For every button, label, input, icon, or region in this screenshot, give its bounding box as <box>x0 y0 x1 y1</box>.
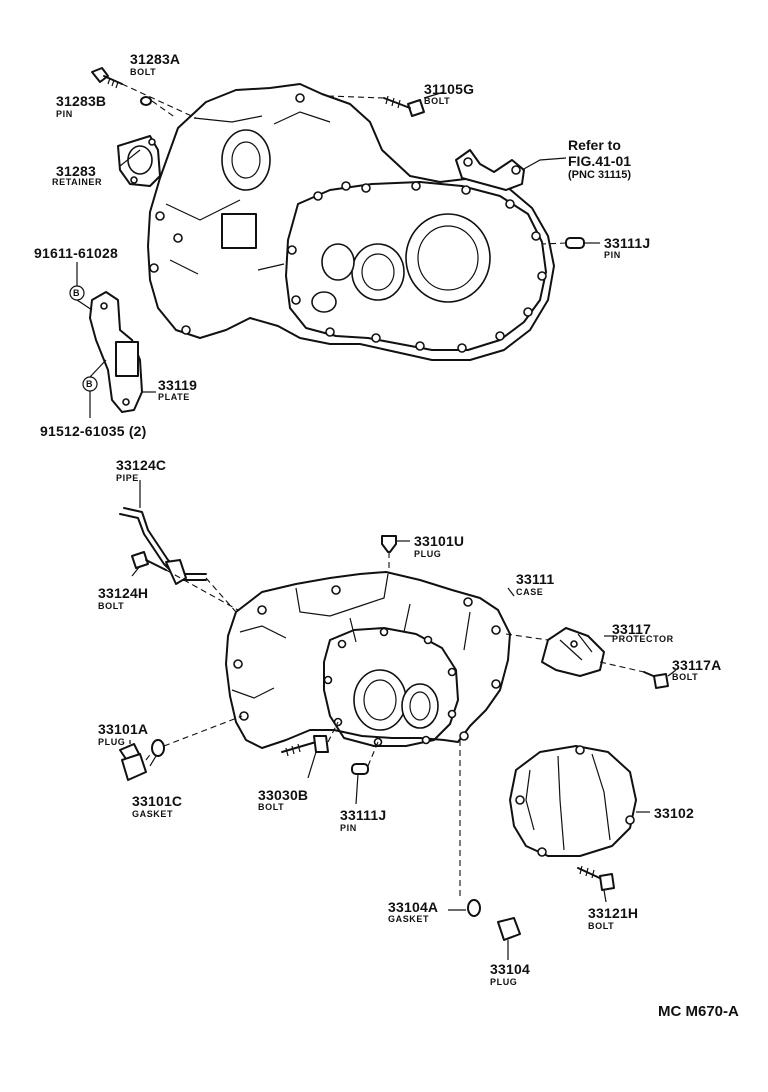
part-number-33104a[interactable]: 33104A <box>388 899 439 915</box>
part-number-33111[interactable]: 33111 <box>516 571 555 587</box>
reference-line-3: (PNC 31115) <box>568 169 631 181</box>
part-number-31283[interactable]: 31283 <box>56 163 96 179</box>
part-number-33101u[interactable]: 33101U <box>414 533 465 549</box>
part-number-33124h[interactable]: 33124H <box>98 585 149 601</box>
part-name-33104a: GASKET <box>388 914 430 924</box>
part-name-31283: RETAINER <box>52 177 103 187</box>
plate-33119-drawing <box>89 291 143 413</box>
reference-line-2[interactable]: FIG.41-01 <box>568 153 632 169</box>
part-number-33117a[interactable]: 33117A <box>672 657 722 673</box>
retainer-drawing <box>117 135 161 187</box>
part-name-33119: PLATE <box>158 392 190 402</box>
bolt-33030b-drawing <box>281 735 329 757</box>
plug-33104-drawing <box>497 917 521 941</box>
part-number-31105g[interactable]: 31105G <box>424 81 475 97</box>
part-name-31283b: PIN <box>56 109 73 119</box>
gasket-33101c-drawing <box>151 739 165 757</box>
part-number-31283b[interactable]: 31283B <box>56 93 107 109</box>
reference-line-1: Refer to <box>568 137 621 153</box>
part-name-31105g: BOLT <box>424 96 451 106</box>
bolt-33117a-drawing <box>643 671 669 689</box>
part-number-33104[interactable]: 33104 <box>490 961 530 977</box>
part-number-33119[interactable]: 33119 <box>158 377 198 393</box>
part-number-33111j-lower[interactable]: 33111J <box>340 807 387 823</box>
part-number-91611-61028[interactable]: 91611-61028 <box>34 245 118 261</box>
part-number-33030b[interactable]: 33030B <box>258 787 309 803</box>
part-name-33111: CASE <box>516 587 544 597</box>
pin-31283b-drawing <box>140 96 152 106</box>
part-number-33121h[interactable]: 33121H <box>588 905 639 921</box>
upper-leader-lines <box>76 83 600 418</box>
bolt-31105g-drawing <box>383 95 425 117</box>
part-name-33101a: PLUG <box>98 737 126 747</box>
lower-leader-lines <box>129 480 677 960</box>
part-name-31283a: BOLT <box>130 67 157 77</box>
pin-33111j-upper-drawing <box>565 237 585 249</box>
callout-marker-lower-label: B <box>86 379 94 389</box>
part-number-33117[interactable]: 33117 <box>612 621 652 637</box>
pin-33111j-lower-drawing <box>351 763 369 775</box>
plug-33101u-drawing <box>381 535 397 553</box>
callout-marker-upper-label: B <box>73 288 81 298</box>
part-name-33121h: BOLT <box>588 921 615 931</box>
part-number-31283a[interactable]: 31283A <box>130 51 181 67</box>
part-number-33102[interactable]: 33102 <box>654 805 694 821</box>
part-name-33101c: GASKET <box>132 809 174 819</box>
part-number-91512-61035[interactable]: 91512-61035 (2) <box>40 423 147 439</box>
part-name-33030b: BOLT <box>258 802 285 812</box>
part-name-33117: PROTECTOR <box>612 634 674 644</box>
part-name-33117a: BOLT <box>672 672 699 682</box>
bolt-31283a-drawing <box>91 67 123 89</box>
part-name-33124c: PIPE <box>116 473 139 483</box>
bolt-33121h-drawing <box>577 865 615 891</box>
part-name-33101u: PLUG <box>414 549 442 559</box>
part-name-33111j-lower: PIN <box>340 823 357 833</box>
part-number-33101c[interactable]: 33101C <box>132 793 183 809</box>
figure-code: MC M670-A <box>658 1003 739 1020</box>
transmission-cover-33102-drawing <box>509 745 637 857</box>
part-name-33124h: BOLT <box>98 601 125 611</box>
plug-33101a-drawing <box>119 743 147 781</box>
part-number-33124c[interactable]: 33124C <box>116 457 167 473</box>
part-name-33104: PLUG <box>490 977 518 987</box>
pipe-33124c-drawing <box>119 507 207 585</box>
transaxle-housing-drawing <box>147 83 555 361</box>
part-name-33111j-upper: PIN <box>604 250 621 260</box>
protector-33117-drawing <box>541 627 605 677</box>
part-number-33111j-upper[interactable]: 33111J <box>604 235 651 251</box>
gasket-33104a-drawing <box>467 899 481 917</box>
part-number-33101a[interactable]: 33101A <box>98 721 149 737</box>
transmission-case-drawing <box>225 571 511 749</box>
bolt-33124h-drawing <box>131 551 167 571</box>
